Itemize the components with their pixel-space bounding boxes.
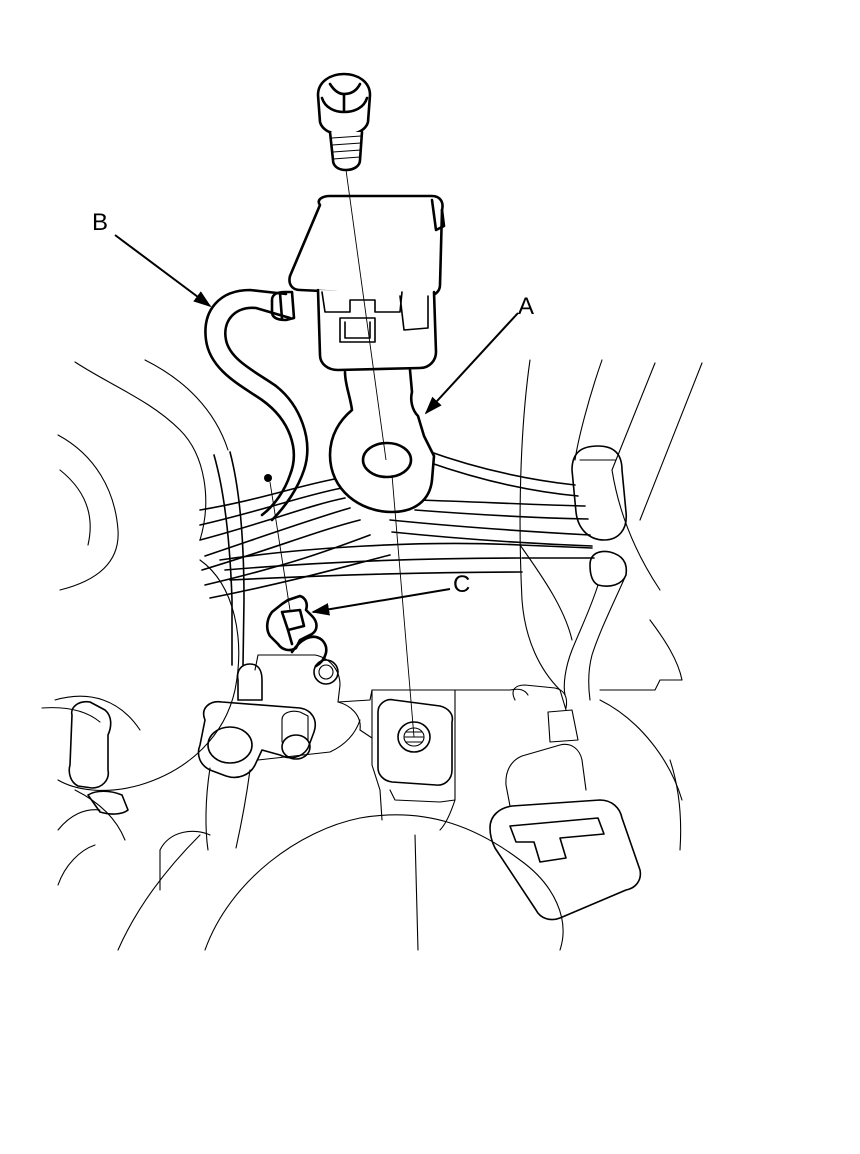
clip-c — [265, 594, 328, 668]
callout-leaders — [114, 234, 519, 616]
callout-a-label: A — [518, 293, 534, 320]
sensor-assembly — [270, 194, 446, 514]
alignment-lines — [269, 169, 415, 738]
callout-b-label: B — [92, 209, 108, 236]
callout-c-leader — [311, 588, 451, 616]
bolt — [316, 72, 372, 172]
wire-harness — [199, 449, 595, 666]
callout-c-label: C — [453, 571, 470, 598]
hose-marker-dot — [264, 474, 272, 482]
hose-b — [204, 288, 309, 522]
background-engine-parts — [41, 359, 703, 951]
callout-b-leader — [114, 234, 212, 308]
callout-a-leader — [424, 312, 519, 415]
